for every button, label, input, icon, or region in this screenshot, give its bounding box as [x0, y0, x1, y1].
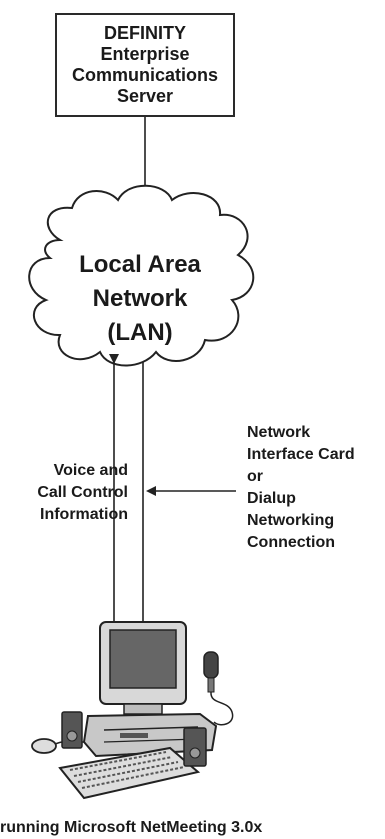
definity-server-box: DEFINITY Enterprise Communications Serve… [55, 13, 235, 117]
server-line-2: Enterprise [100, 44, 190, 64]
lan-cloud-label: Local Area Network (LAN) [40, 248, 240, 350]
connection-type-label: Network Interface Card or Dialup Network… [247, 422, 385, 554]
voice-control-label: Voice and Call Control Information [0, 460, 128, 526]
speaker-icon [61, 711, 83, 749]
connection-line-4: Dialup [247, 490, 296, 507]
mouse-icon [31, 738, 57, 754]
speaker-icon [183, 727, 207, 767]
connection-line-5: Networking [247, 512, 335, 529]
connection-line-1: Network [247, 424, 311, 441]
computer-icon [82, 621, 218, 758]
computer-caption: running Microsoft NetMeeting 3.0x [0, 819, 263, 836]
connection-line-2: Interface Card [247, 446, 355, 463]
connection-line-3: or [247, 468, 263, 485]
lan-line-3: (LAN) [107, 319, 173, 346]
connection-line-6: Connection [247, 534, 335, 551]
microphone-icon [203, 651, 234, 726]
lan-line-1: Local Area [79, 251, 201, 278]
server-line-1: DEFINITY [103, 23, 186, 43]
voice-line-2: Call Control [37, 484, 128, 501]
voice-line-3: Information [40, 506, 128, 523]
server-line-3: Communications [71, 65, 218, 85]
voice-line-1: Voice and [53, 462, 128, 479]
cloud-icon [28, 184, 255, 367]
lan-line-2: Network [92, 285, 188, 312]
speaker-cone-left [66, 730, 78, 742]
server-line-4: Server [116, 86, 174, 106]
keyboard-icon [58, 746, 201, 800]
speaker-cone-right [189, 747, 201, 759]
